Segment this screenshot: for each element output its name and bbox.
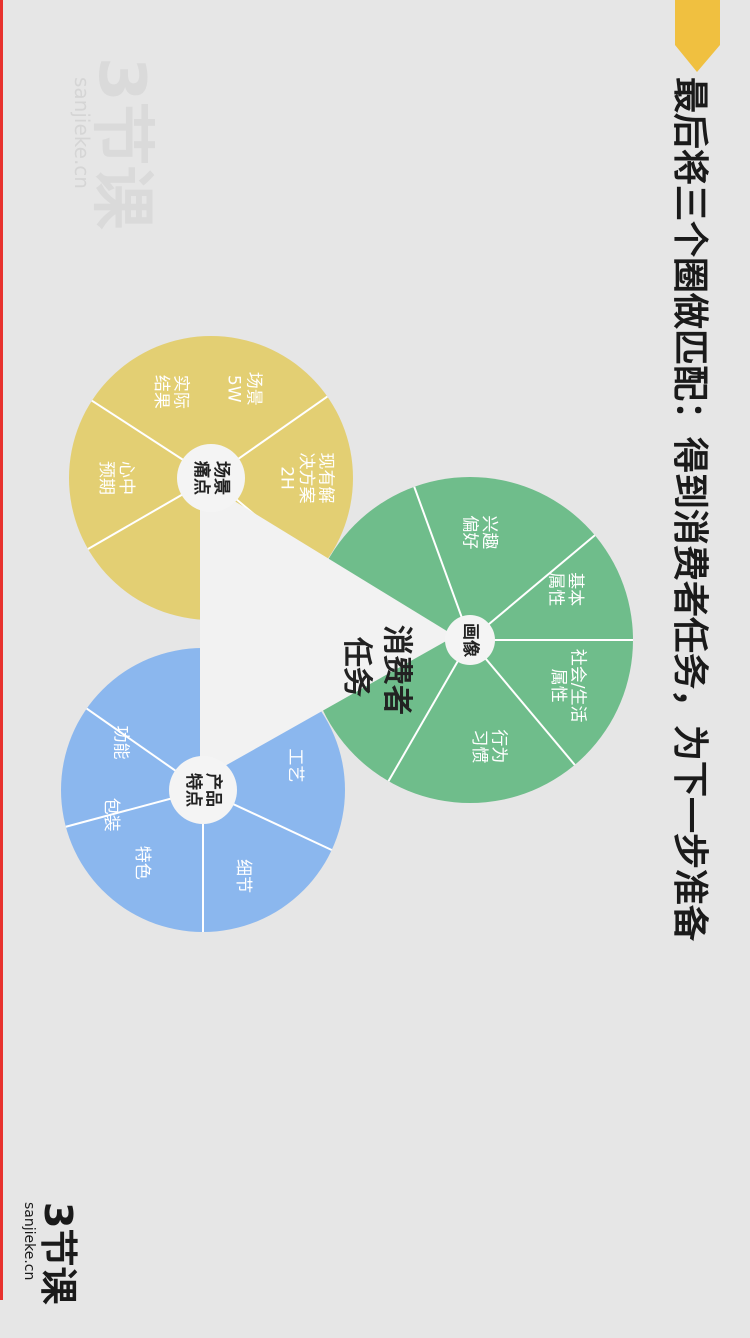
product-segment-label-line: 包装 (101, 798, 121, 832)
product-hub (169, 756, 237, 824)
brand-logo: 3节课 (36, 1202, 80, 1304)
portrait-segment-label-line: 习惯 (469, 729, 489, 763)
center-label-line2: 任务 (339, 636, 374, 697)
portrait-divider (387, 639, 471, 782)
center-label-line1: 消费者 (379, 625, 414, 715)
portrait-segment-label-line: 偏好 (460, 515, 480, 549)
product-segment-label: 细节 (233, 859, 253, 893)
watermark-domain: sanjieke.cn (70, 77, 94, 189)
portrait-hub (445, 615, 495, 665)
product-segment-label: 工艺 (285, 748, 305, 782)
product-hub-label-line: 特点 (183, 773, 204, 807)
product-hub-label-line: 产品 (203, 773, 224, 807)
product-segment-label-line: 工艺 (285, 748, 305, 782)
portrait-segment-label-line: 属性 (548, 669, 568, 703)
portrait-segment-label-line: 行为 (489, 729, 509, 763)
title-accent-tab (675, 0, 720, 72)
scene-segment-label-line: 2H (276, 466, 296, 490)
scene-hub-label-line: 场景 (211, 461, 231, 495)
scene-hub (177, 444, 245, 512)
product-segment-label: 功能 (111, 726, 131, 760)
red-edge-bar (0, 0, 3, 1300)
scene-segment-label-line: 5W (224, 375, 244, 403)
portrait-divider (413, 486, 471, 641)
scene-hub-label-line: 痛点 (191, 461, 212, 495)
portrait-segment-label-line: 兴趣 (479, 515, 499, 549)
scene-segment-label-line: 决方案 (296, 453, 316, 504)
product-segment-label: 包装 (101, 798, 121, 832)
brand-domain: sanjieke.cn (21, 1202, 37, 1280)
product-segment-label-line: 功能 (111, 726, 131, 760)
product-segment-label-line: 特色 (132, 846, 152, 880)
portrait-divider (469, 639, 576, 766)
scene-segment-label-line: 心中 (116, 461, 136, 495)
watermark-logo: 3节课 (84, 57, 158, 231)
product-segment-label-line: 细节 (233, 859, 253, 893)
product-segment-label: 特色 (132, 846, 152, 880)
portrait-divider (469, 534, 596, 641)
portrait-hub-label-line: 画像 (460, 623, 480, 658)
scene-segment-label-line: 预期 (96, 461, 116, 495)
portrait-segment-label-line: 社会/生活 (568, 649, 588, 723)
scene-segment-label-line: 实际 (171, 375, 191, 409)
slide-title: 最后将三个圈做匹配：得到消费者任务，为下一步准备 (669, 77, 710, 942)
portrait-segment-label-line: 基本 (565, 572, 585, 606)
scene-segment-label-line: 现有解 (316, 453, 336, 504)
portrait-hub-label: 画像 (460, 623, 480, 658)
scene-segment-label-line: 结果 (151, 375, 171, 409)
scene-segment-label-line: 场景 (243, 372, 263, 406)
portrait-segment-label-line: 属性 (546, 572, 566, 606)
consumer-task-triangle (200, 480, 455, 780)
